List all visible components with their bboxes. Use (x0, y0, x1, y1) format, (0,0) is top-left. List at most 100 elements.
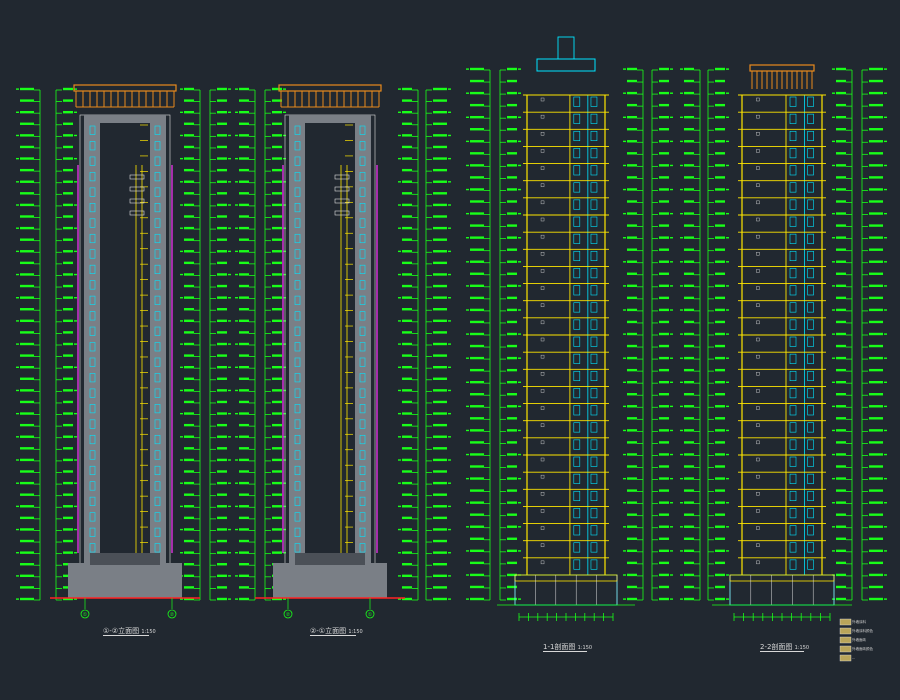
elevation-label-mark (466, 92, 469, 94)
room-mark (756, 97, 760, 102)
elevation-label-mark (20, 528, 34, 531)
top-wall-band (84, 115, 166, 123)
view-title-3: 1-1剖面图 1:150 (543, 642, 592, 652)
elevation-label-mark (507, 200, 517, 203)
elevation-label-mark (627, 272, 637, 275)
elevation-label-mark (715, 525, 725, 528)
elevation-label-mark (20, 377, 34, 380)
elevation-label-mark (836, 380, 846, 384)
window (294, 203, 301, 213)
elevation-label-mark (715, 224, 725, 227)
elevation-label-mark (726, 550, 729, 552)
elevation-label-mark (623, 164, 626, 167)
elevation-label-mark (869, 501, 883, 504)
elevation-label-mark (715, 453, 725, 456)
door (590, 302, 598, 313)
elevation-label-mark (63, 296, 73, 299)
elevation-label-mark (518, 92, 521, 94)
elevation-label-mark (623, 212, 626, 215)
door (789, 525, 797, 536)
room-mark (540, 166, 545, 170)
elevation-label-mark (239, 168, 249, 172)
elevation-label-mark (627, 115, 637, 119)
elevation-label-mark (659, 272, 669, 275)
elevation-label-mark (684, 200, 694, 203)
elevation-label-mark (627, 344, 637, 348)
elevation-label-mark (470, 332, 484, 336)
elevation-label-mark (63, 331, 73, 334)
elevation-label-mark (272, 238, 282, 241)
elevation-label-mark (283, 273, 286, 276)
elevation-label-mark (272, 273, 282, 276)
elevation-label-mark (433, 192, 447, 195)
elevation-label-mark (16, 343, 19, 345)
elevation-label-mark (659, 417, 669, 420)
elevation-label-mark (659, 284, 669, 288)
elevation-label-mark (16, 482, 19, 484)
elevation-label-mark (180, 343, 183, 345)
elevation-label-mark (74, 528, 77, 531)
elevation-label-mark (715, 320, 725, 324)
door (573, 559, 581, 570)
elevation-label-mark (239, 435, 249, 438)
elevation-label-mark (398, 320, 401, 322)
elevation-label-mark (470, 561, 484, 565)
elevation-label-mark (466, 429, 469, 432)
elevation-label-mark (627, 200, 637, 203)
elevation-label-mark (659, 79, 669, 83)
elevation-label-mark (402, 261, 412, 265)
elevation-label-mark (869, 453, 883, 456)
elevation-label-mark (869, 597, 883, 601)
elevation-label-mark (239, 342, 249, 346)
elevation-label-mark (63, 493, 73, 496)
elevation-label-mark (869, 248, 883, 251)
elevation-label-mark (63, 261, 73, 265)
elevation-label-mark (869, 332, 883, 336)
elevation-label-mark (726, 237, 729, 239)
elevation-label-mark (272, 157, 282, 160)
window (89, 326, 96, 336)
elevation-label-mark (659, 260, 669, 263)
door (573, 165, 581, 176)
elevation-label-mark (239, 215, 249, 218)
elevation-label-mark (507, 128, 517, 131)
elevation-label-mark (180, 134, 183, 137)
room-mark (756, 132, 760, 136)
elevation-label-mark (20, 157, 34, 160)
elevation-label-mark (623, 68, 626, 70)
elevation-label-mark (433, 539, 447, 543)
dimension-layer (16, 67, 887, 601)
elevation-label-mark (448, 181, 451, 183)
elevation-label-mark (507, 248, 517, 251)
legend-layer (839, 618, 852, 662)
elevation-label-mark (228, 389, 231, 392)
room-mark (756, 354, 760, 359)
elevation-label-mark (684, 260, 694, 263)
elevation-label-mark (239, 481, 249, 485)
elevation-label-mark (466, 285, 469, 287)
elevation-label-mark (832, 164, 835, 167)
elevation-label-mark (74, 111, 77, 113)
room-mark (540, 320, 545, 325)
elevation-dimension-column (209, 87, 231, 601)
elevation-label-mark (63, 528, 73, 531)
elevation-label-mark (627, 537, 637, 540)
elevation-label-mark (184, 528, 194, 531)
elevation-label-mark (402, 516, 412, 520)
elevation-label-mark (684, 296, 694, 300)
elevation-label-mark (239, 563, 249, 566)
elevation-label-mark (272, 423, 282, 427)
elevation-label-mark (659, 212, 669, 215)
elevation-label-mark (726, 333, 729, 335)
window (294, 543, 301, 553)
elevation-label-mark (180, 482, 183, 484)
elevation-label-mark (20, 87, 34, 91)
elevation-label-mark (20, 458, 34, 462)
elevation-label-mark (869, 308, 883, 312)
elevation-label-mark (470, 224, 484, 227)
elevation-label-mark (518, 237, 521, 239)
elevation-label-mark (184, 261, 194, 265)
elevation-label-mark (836, 489, 846, 492)
elevation-label-mark (217, 400, 227, 404)
base-dimension-row (518, 613, 614, 621)
